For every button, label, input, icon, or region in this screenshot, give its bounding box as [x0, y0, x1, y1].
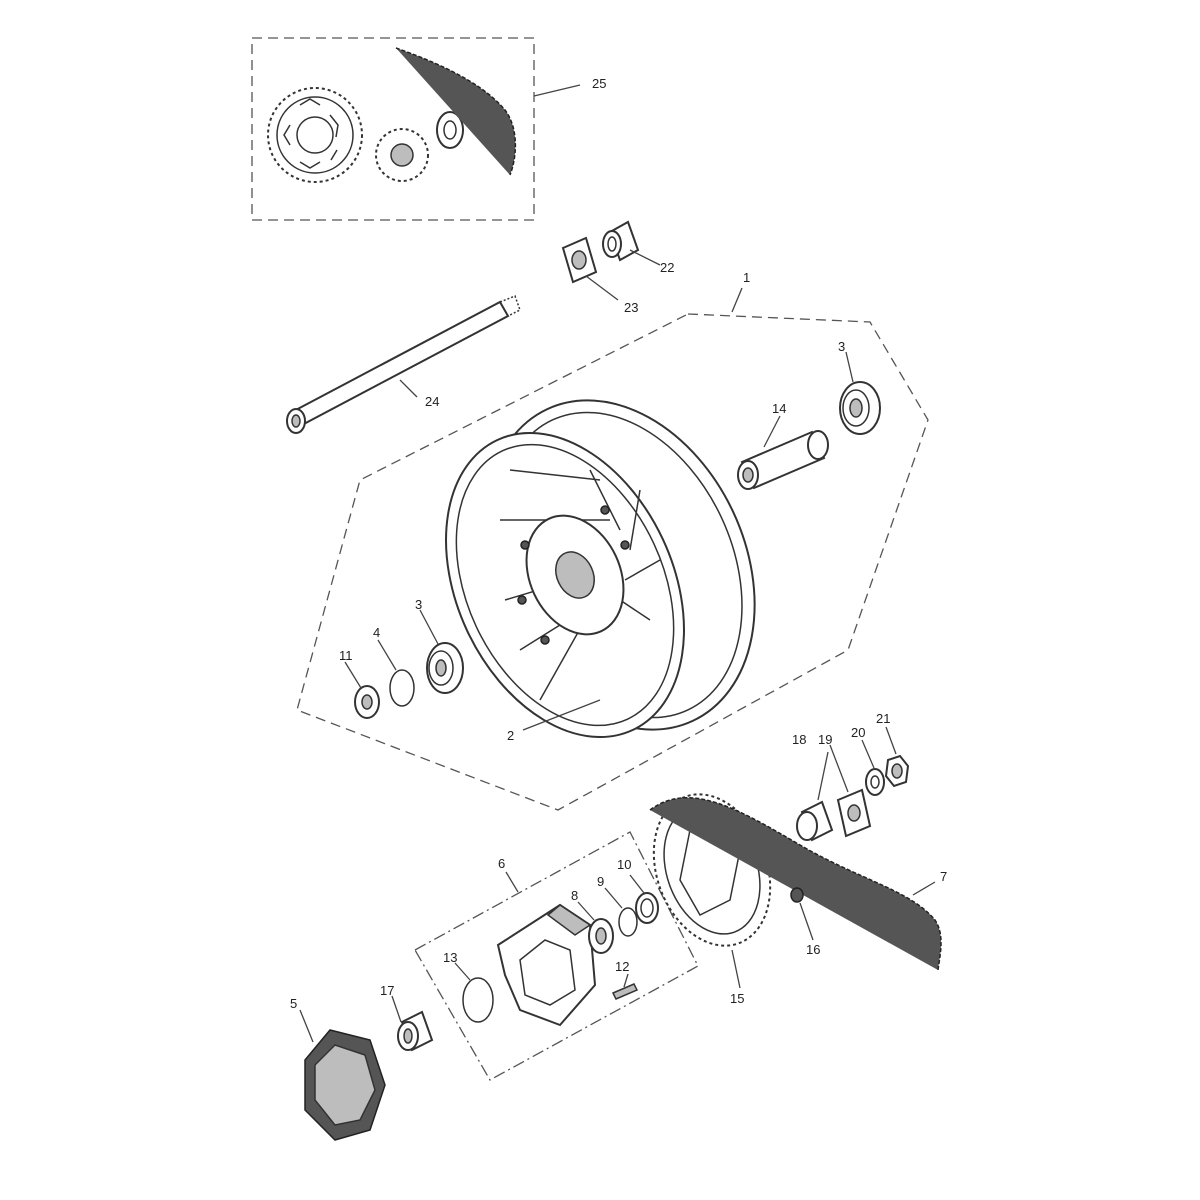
circlip-4 [389, 669, 415, 707]
callout-13: 13 [443, 950, 457, 965]
bearing-3-right [839, 381, 881, 435]
bearing-3-left [426, 642, 464, 694]
callout-23: 23 [624, 300, 638, 315]
circlip-9 [618, 907, 638, 937]
callout-5: 5 [290, 996, 297, 1011]
cush-drive-rubbers-5 [304, 1029, 386, 1141]
callout-22: 22 [660, 260, 674, 275]
cush-drive-assembly-boundary [414, 831, 699, 1081]
rear-wheel-rim-2 [445, 399, 756, 739]
bearing-8 [588, 918, 614, 954]
stud-12 [611, 983, 639, 1000]
callout-16: 16 [806, 942, 820, 957]
adjuster-plate-19 [836, 788, 872, 838]
spacer-18 [796, 800, 834, 842]
callout-6: 6 [498, 856, 505, 871]
spacer-10 [635, 892, 659, 924]
spacer-11 [354, 685, 380, 719]
sprocket-kit-boundary [251, 37, 535, 221]
spacer-22 [602, 220, 640, 262]
callout-9: 9 [597, 874, 604, 889]
callout-11: 11 [339, 648, 353, 663]
sprocket-nut-16 [790, 887, 804, 903]
callout-8: 8 [571, 888, 578, 903]
callout-12: 12 [615, 959, 629, 974]
callout-14: 14 [772, 401, 786, 416]
washer-20 [865, 768, 885, 796]
callout-25: 25 [592, 76, 606, 91]
callout-labels: 25 22 23 24 1 3 14 3 4 11 2 18 19 20 21 … [290, 76, 947, 1011]
spacer-17 [397, 1010, 434, 1052]
callout-10: 10 [617, 857, 631, 872]
callout-1: 1 [743, 270, 750, 285]
callout-17: 17 [380, 983, 394, 998]
callout-3-right: 3 [838, 339, 845, 354]
adjuster-plate-23 [561, 236, 598, 284]
seal-13 [462, 977, 494, 1023]
callout-24: 24 [425, 394, 439, 409]
callout-2: 2 [507, 728, 514, 743]
callout-15: 15 [730, 991, 744, 1006]
drive-chain-7 [649, 796, 942, 971]
callout-4: 4 [373, 625, 380, 640]
callout-21: 21 [876, 711, 890, 726]
wheel-spacer-14 [737, 430, 829, 490]
nut-21 [884, 754, 910, 788]
cush-drive-hub-6 [496, 903, 597, 1027]
leader-lines [299, 84, 936, 1043]
callout-20: 20 [851, 725, 865, 740]
wheel-assembly-boundary [296, 313, 929, 811]
rear-sprocket-kit [267, 47, 517, 183]
callout-19: 19 [818, 732, 832, 747]
rear-axle-24 [286, 295, 521, 434]
callout-7: 7 [940, 869, 947, 884]
callout-3-left: 3 [415, 597, 422, 612]
callout-18: 18 [792, 732, 806, 747]
